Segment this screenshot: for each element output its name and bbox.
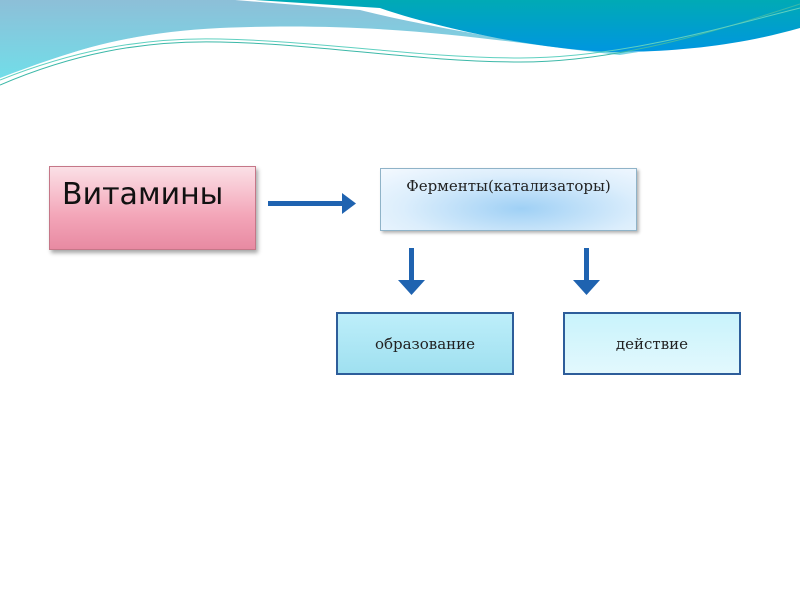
enzymes-label: Ферменты(катализаторы) [406, 177, 611, 195]
formation-label: образование [374, 334, 476, 353]
action-label: действие [615, 334, 689, 353]
formation-node: образование [336, 312, 514, 375]
action-node: действие [563, 312, 741, 375]
vitamins-node: Витамины [49, 166, 256, 250]
enzymes-node: Ферменты(катализаторы) [380, 168, 637, 231]
arrow-down-icon [398, 248, 425, 295]
vitamins-label: Витамины [62, 177, 224, 212]
arrow-right-icon [268, 193, 356, 214]
arrow-down-icon [573, 248, 600, 295]
header-wave-decoration [0, 0, 800, 88]
